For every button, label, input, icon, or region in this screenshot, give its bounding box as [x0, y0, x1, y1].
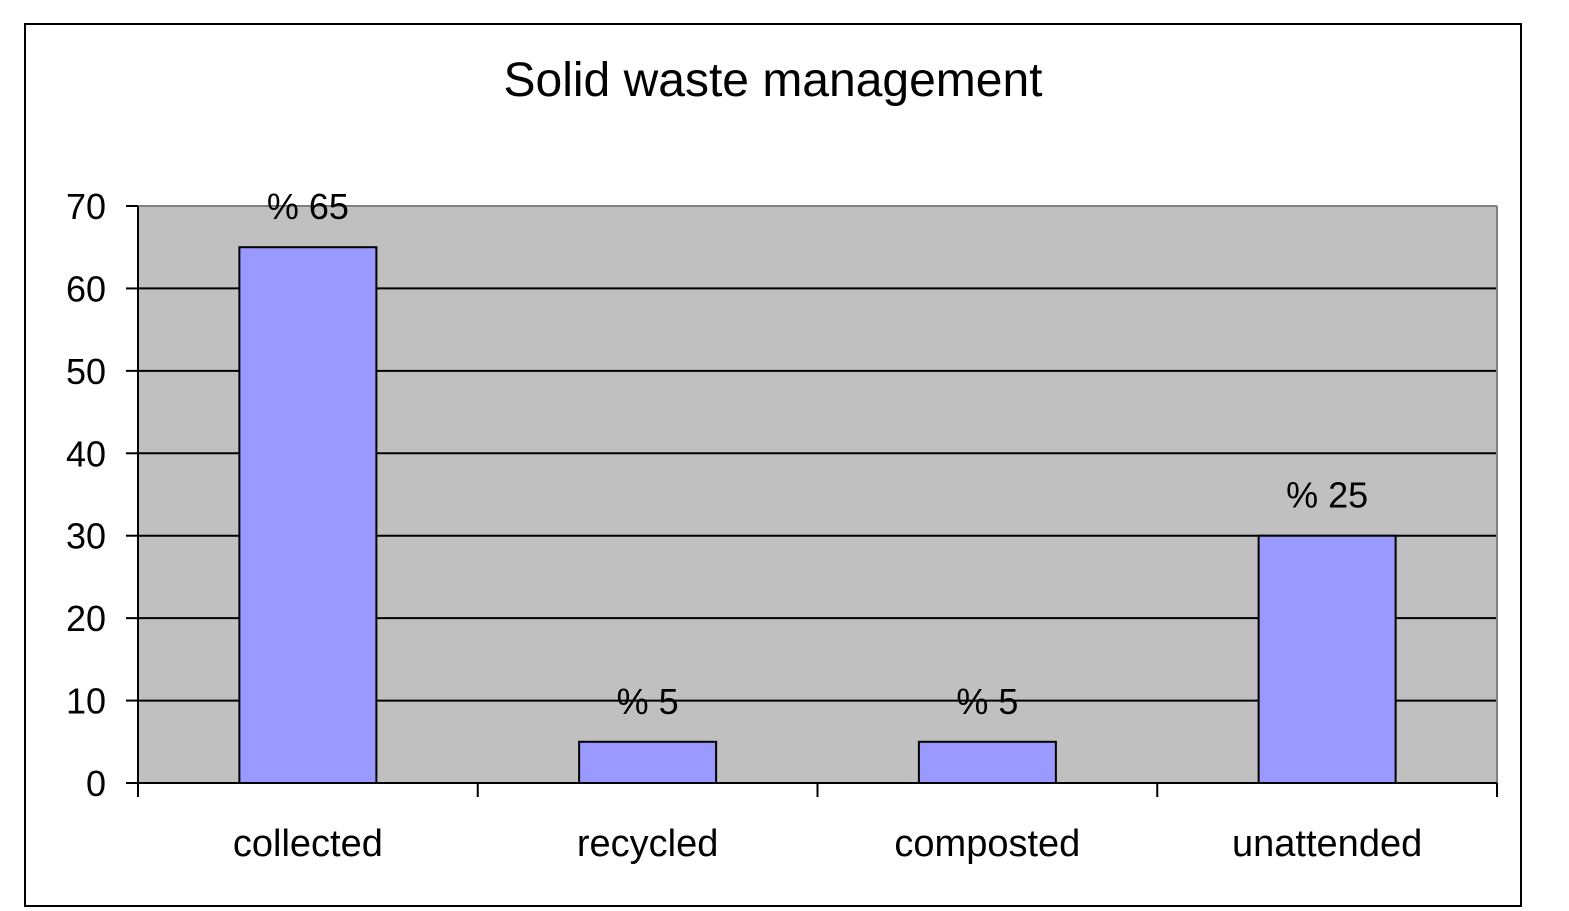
bar-recycled: [578, 740, 718, 784]
x-tick-label-composted: composted: [894, 823, 1080, 865]
y-tick-label-70: 70: [66, 186, 106, 227]
x-tick-label-collected: collected: [233, 823, 383, 865]
chart-title: Solid waste management: [503, 54, 1043, 107]
y-tick-label-40: 40: [66, 433, 106, 474]
bar-unattended: [1257, 534, 1397, 785]
bar-composted: [917, 740, 1057, 784]
data-label-unattended: % 25: [1286, 475, 1368, 516]
y-tick-label-50: 50: [66, 351, 106, 392]
x-tick-label-unattended: unattended: [1232, 823, 1422, 865]
y-tick-label-30: 30: [66, 516, 106, 557]
x-tick-label-recycled: recycled: [577, 823, 719, 865]
y-tick-label-60: 60: [66, 268, 106, 309]
data-label-collected: % 65: [267, 186, 349, 227]
data-label-composted: % 5: [956, 681, 1018, 722]
data-label-recycled: % 5: [617, 681, 679, 722]
bar-collected: [238, 246, 378, 784]
y-tick-label-20: 20: [66, 598, 106, 639]
y-tick-label-10: 10: [66, 681, 106, 722]
y-tick-label-0: 0: [86, 763, 106, 804]
